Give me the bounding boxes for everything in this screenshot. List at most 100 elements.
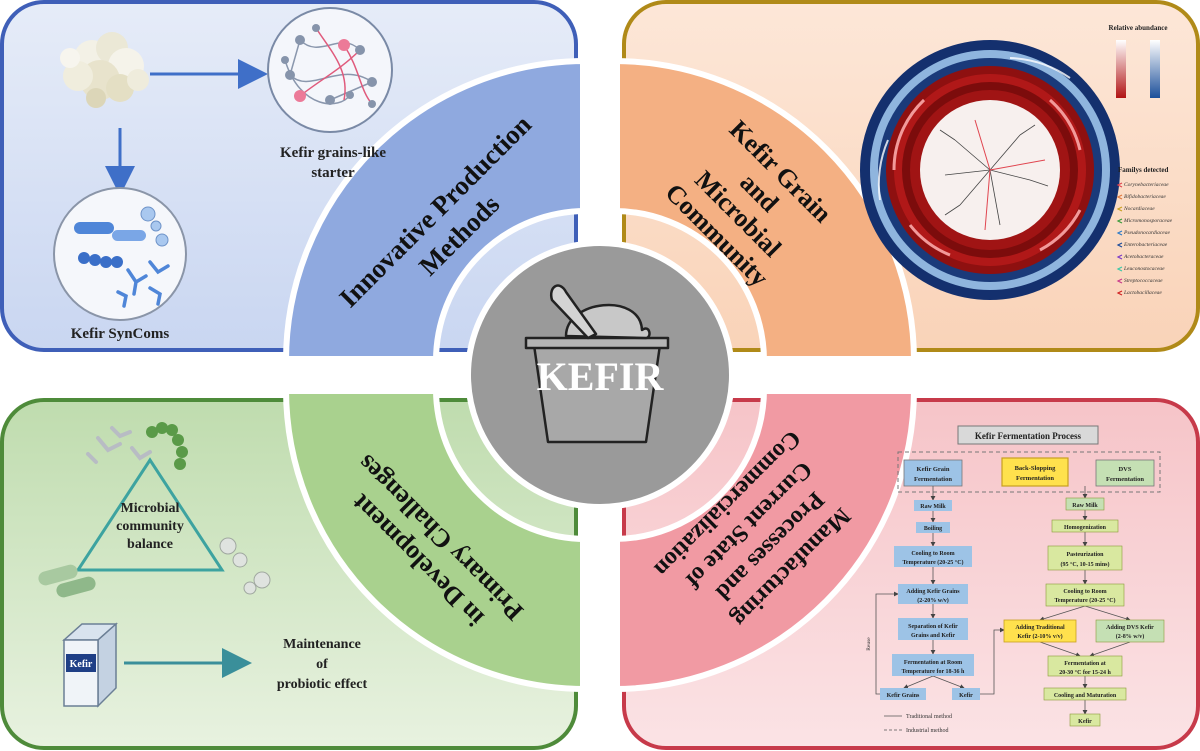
family-item: Lactobacillaceae [1123, 290, 1162, 296]
families-title: Familys detected [1118, 166, 1168, 174]
ind-step-label: Temperature (20-25 °C) [1054, 597, 1115, 604]
family-item: Nocardiaceae [1123, 206, 1155, 212]
balance-label-2: community [116, 519, 184, 534]
legend-industrial: Industrial method [906, 728, 949, 734]
ind-step-label: Pasteurization [1067, 552, 1105, 558]
family-markers [1116, 182, 1123, 296]
trad-step-label: Boiling [924, 526, 942, 532]
microbes-left-icon [38, 564, 96, 598]
family-item: Enterobacteriaceae [1123, 242, 1168, 248]
header-grain-l2: Fermentation [914, 476, 952, 483]
trad-step-label: Raw Milk [920, 504, 946, 510]
adding-dvs-l1: Adding DVS Kefir [1106, 625, 1154, 631]
ind-step-label: 20-30 °C for 15-24 h [1059, 669, 1111, 676]
trad-step-label: Fermentation at Room [904, 660, 962, 666]
legend-red-bar [1116, 40, 1126, 98]
grains-starter-label-1: Kefir grains-like [280, 145, 386, 161]
trad-step [894, 546, 972, 567]
probiotic-label-1: Maintenance [283, 637, 361, 652]
ind-step-label: Cooling to Room [1063, 589, 1106, 595]
header-dvs-l1: DVS [1118, 466, 1131, 473]
sector-bottom-left [282, 386, 589, 693]
microbes-right-icon [219, 537, 271, 595]
trad-step [898, 618, 968, 640]
ind-step [1047, 545, 1123, 571]
ind-step [1043, 687, 1127, 701]
header-backslop-l1: Back-Slopping [1015, 465, 1057, 472]
trad-output-grains [880, 688, 926, 700]
legend-blue-bar [1150, 40, 1160, 98]
microbes-top-icon [86, 422, 188, 470]
trad-step [892, 654, 974, 676]
relative-abundance-title: Relative abundance [1109, 24, 1168, 32]
ind-step-label: Cooling and Maturation [1054, 693, 1117, 699]
adding-traditional-box [1003, 619, 1077, 643]
trad-step [898, 584, 968, 604]
trad-step-label: Grains and Kefir [911, 633, 955, 639]
sector-top-right [611, 57, 918, 364]
adding-traditional-l1: Adding Traditional [1015, 625, 1065, 631]
trad-step [916, 522, 950, 533]
reuse-label: Reuse [866, 637, 872, 651]
trad-step-label: Temperature for 18-36 h [902, 669, 965, 675]
kefir-carton-icon [62, 622, 118, 708]
family-item: Streptococcaceae [1124, 278, 1163, 284]
ind-step-label: Homogenization [1064, 525, 1107, 531]
header-backslop [1001, 457, 1069, 487]
adding-dvs-box [1095, 619, 1165, 643]
carton-label: Kefir [70, 659, 93, 670]
flowchart-title: Kefir Fermentation Process [975, 431, 1082, 441]
trad-step-label: Separation of Kefir [908, 624, 958, 630]
families-list: Corynebacteriaceae Bifidobacteriaceae No… [1123, 182, 1173, 296]
ind-step-label: Fermentation at [1064, 661, 1106, 667]
fermentation-flowchart: Kefir Fermentation Process Kefir Grain F… [866, 425, 1165, 734]
syncoms-microbes-icon [53, 187, 187, 321]
sector-top-left [282, 57, 589, 364]
header-grain-l1: Kefir Grain [917, 466, 950, 473]
circular-phylogenetic-heatmap [860, 40, 1120, 300]
family-item: Acetobacteraceae [1123, 254, 1164, 260]
ind-step-label: Kefir [1078, 719, 1092, 725]
family-item: Leuconostocaceae [1123, 266, 1165, 272]
probiotic-label-2: of [316, 657, 328, 672]
family-item: Pseudonocardiaceae [1123, 230, 1170, 236]
header-dvs [1095, 459, 1155, 487]
trad-step-label: Cooling to Room [911, 551, 954, 557]
trad-step-label: Adding Kefir Grains [906, 589, 960, 595]
family-item: Micromonosporaceae [1123, 218, 1173, 224]
adding-dvs-l2: (2-8% w/v) [1116, 633, 1145, 640]
ind-step-label: Raw Milk [1072, 503, 1098, 509]
probiotic-label-3: probiotic effect [277, 677, 368, 692]
balance-triangle [75, 457, 225, 572]
ind-step [1069, 713, 1101, 727]
trad-output-grains-label: Kefir Grains [887, 693, 920, 699]
ind-step-label: (95 °C, 10-15 mins) [1060, 561, 1109, 568]
header-backslop-l2: Fermentation [1016, 475, 1054, 482]
center-title: KEFIR [537, 354, 665, 399]
trad-step [914, 500, 952, 511]
family-item: Bifidobacteriaceae [1124, 193, 1166, 200]
balance-label-1: Microbial [121, 501, 180, 516]
kefir-cup-icon [524, 284, 670, 444]
legend-traditional: Traditional method [906, 714, 952, 720]
ind-step [1051, 519, 1119, 533]
syncoms-label: Kefir SynComs [71, 326, 170, 342]
kefir-grains-image [60, 32, 149, 108]
adding-traditional-l2: Kefir (2-10% v/v) [1017, 633, 1062, 640]
network-graph-icon [267, 7, 393, 133]
grains-starter-label-2: starter [311, 165, 355, 181]
ind-step [1047, 655, 1123, 677]
sector-bottom-right [611, 386, 918, 693]
trad-output-kefir-label: Kefir [959, 693, 973, 699]
ind-step [1045, 583, 1125, 607]
family-item: Corynebacteriaceae [1124, 182, 1169, 188]
trad-step-label: Temperature (20-25 °C) [902, 559, 963, 566]
ind-step [1065, 497, 1105, 511]
flowchart-title-box [957, 425, 1099, 445]
trad-step-label: (2-20% w/v) [917, 597, 949, 604]
trad-output-kefir [952, 688, 980, 700]
balance-label-3: balance [127, 537, 173, 552]
header-dvs-l2: Fermentation [1106, 476, 1144, 483]
header-grain [903, 459, 963, 487]
